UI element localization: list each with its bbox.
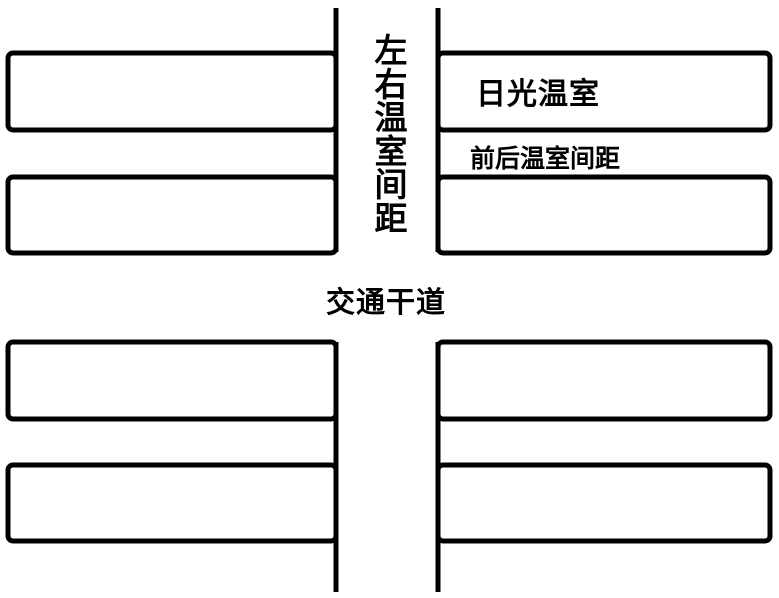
greenhouse-top-left-2 [5,174,339,256]
left-right-spacing-char: 室 [374,131,408,171]
greenhouse-bottom-right-2 [435,462,773,544]
greenhouse-top-right-2 [435,174,773,256]
greenhouse-bottom-right-1 [435,339,773,422]
left-right-spacing-char: 温 [374,98,408,137]
main-road-label: 交通干道 [326,285,447,319]
front-back-spacing-label: 前后温室间距 [470,144,621,173]
greenhouse-label: 日光温室 [476,77,600,112]
greenhouse-bottom-left-1 [5,339,339,422]
left-right-spacing-char: 间 [374,165,408,204]
left-right-spacing-char: 右 [374,64,408,104]
left-right-spacing-char: 左 [374,31,408,70]
left-right-spacing-char: 距 [374,198,408,238]
left-right-spacing-label: 左 右 温 室 间 距 [371,34,411,235]
greenhouse-bottom-left-2 [5,462,339,544]
greenhouse-top-left-1 [5,50,339,133]
greenhouse-top-right-1 [435,50,773,133]
